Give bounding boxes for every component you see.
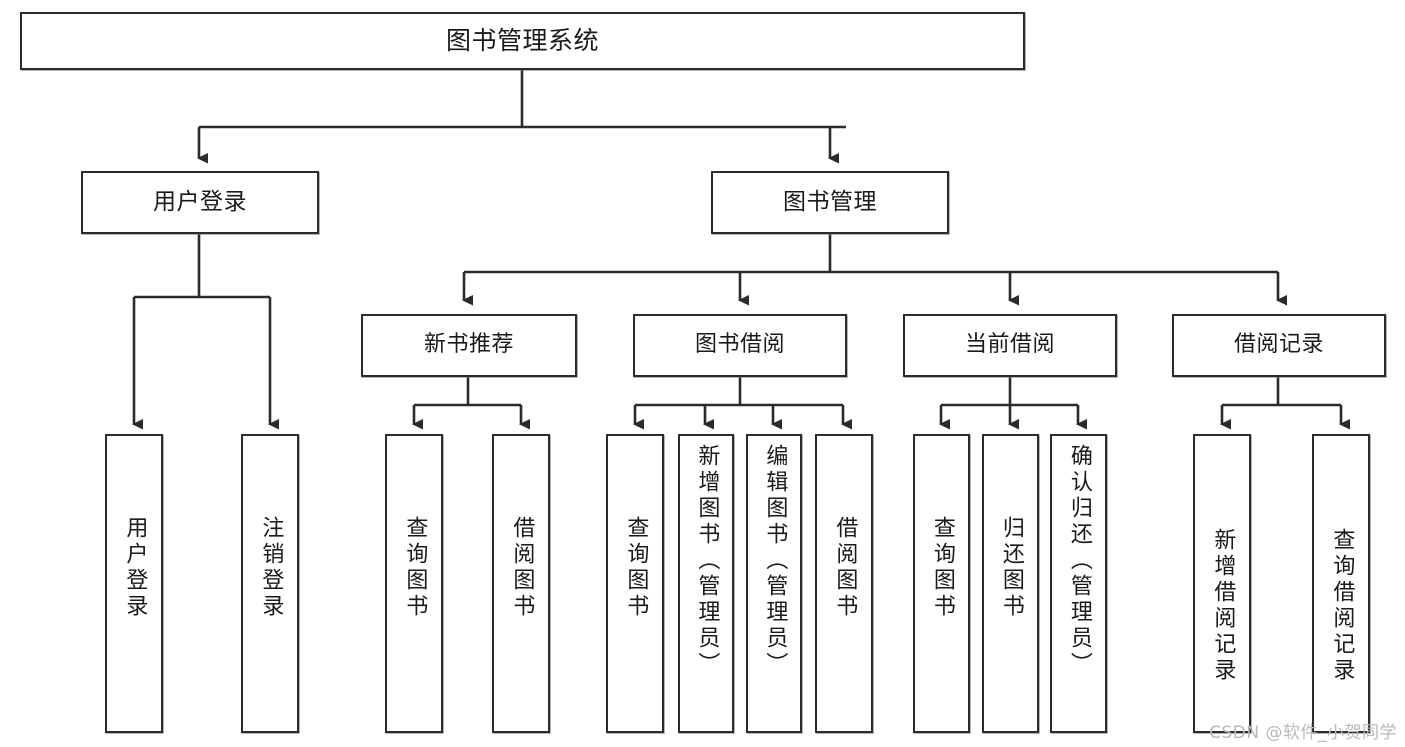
node-leaf-add-book[interactable]: 新增图书（管理员） (678, 434, 734, 733)
node-leaf-add-book-label: 新增图书（管理员） (694, 444, 720, 678)
node-leaf-borrow-book-a[interactable]: 借阅图书 (492, 434, 550, 733)
csdn-watermark: CSDN @软件_小贺同学 (1209, 723, 1397, 743)
node-leaf-query-book-c[interactable]: 查询图书 (913, 434, 970, 733)
node-leaf-query-book-b[interactable]: 查询图书 (606, 434, 664, 733)
node-book-manage-label: 图书管理 (783, 188, 877, 215)
node-leaf-logout-label: 注销登录 (258, 516, 284, 620)
node-root-label: 图书管理系统 (445, 26, 599, 55)
node-book-borrow[interactable]: 图书借阅 (633, 314, 847, 377)
node-leaf-confirm-return-label: 确认归还（管理员） (1066, 444, 1092, 678)
node-leaf-query-record[interactable]: 查询借阅记录 (1312, 434, 1370, 733)
node-leaf-confirm-return[interactable]: 确认归还（管理员） (1050, 434, 1107, 733)
node-leaf-return-book-label: 归还图书 (998, 516, 1024, 620)
node-leaf-user-login[interactable]: 用户登录 (105, 434, 163, 733)
node-user-login[interactable]: 用户登录 (81, 171, 319, 234)
node-user-login-label: 用户登录 (153, 188, 247, 215)
node-leaf-query-book-a-label: 查询图书 (402, 516, 428, 620)
node-new-book-recommend[interactable]: 新书推荐 (361, 314, 577, 377)
node-leaf-borrow-book-b[interactable]: 借阅图书 (815, 434, 873, 733)
node-leaf-return-book[interactable]: 归还图书 (982, 434, 1039, 733)
node-leaf-query-record-label: 查询借阅记录 (1329, 528, 1355, 684)
node-current-borrow[interactable]: 当前借阅 (903, 314, 1117, 377)
node-leaf-add-record[interactable]: 新增借阅记录 (1193, 434, 1251, 733)
node-leaf-logout[interactable]: 注销登录 (241, 434, 299, 733)
node-leaf-edit-book[interactable]: 编辑图书（管理员） (746, 434, 802, 733)
node-leaf-query-book-b-label: 查询图书 (623, 516, 649, 620)
node-new-book-recommend-label: 新书推荐 (423, 332, 514, 358)
node-leaf-query-book-a[interactable]: 查询图书 (385, 434, 443, 733)
node-leaf-user-login-label: 用户登录 (122, 516, 148, 620)
node-borrow-record[interactable]: 借阅记录 (1172, 314, 1386, 377)
node-leaf-edit-book-label: 编辑图书（管理员） (762, 444, 788, 678)
node-root[interactable]: 图书管理系统 (20, 12, 1025, 70)
node-leaf-borrow-book-b-label: 借阅图书 (832, 516, 858, 620)
node-leaf-query-book-c-label: 查询图书 (929, 516, 955, 620)
node-book-manage[interactable]: 图书管理 (711, 171, 949, 234)
node-current-borrow-label: 当前借阅 (964, 332, 1055, 358)
node-leaf-borrow-book-a-label: 借阅图书 (509, 516, 535, 620)
node-leaf-add-record-label: 新增借阅记录 (1210, 528, 1236, 684)
node-book-borrow-label: 图书借阅 (694, 332, 785, 358)
node-borrow-record-label: 借阅记录 (1233, 332, 1324, 358)
